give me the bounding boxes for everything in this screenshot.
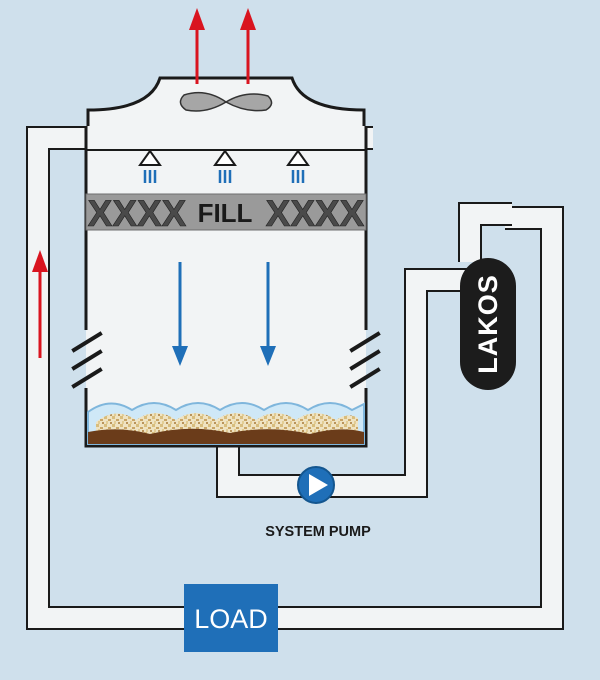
load-box — [184, 584, 278, 652]
fan-icon — [179, 91, 273, 112]
load-label: LOAD — [194, 604, 268, 634]
spray-nozzle-icon — [286, 149, 310, 183]
return-flow-arrow — [32, 250, 48, 358]
fill-label: FILL — [198, 198, 253, 228]
pump-icon — [297, 466, 335, 504]
exhaust-arrow — [189, 8, 205, 84]
fill-pattern-left: XXXX — [88, 193, 187, 234]
fill-band — [85, 193, 367, 231]
louver-icon — [71, 331, 103, 389]
separator-filter: LAKOS — [460, 258, 516, 390]
basin — [87, 402, 365, 445]
tower-stack — [86, 76, 366, 130]
flow-arrow-down — [260, 262, 276, 366]
exhaust-arrow — [240, 8, 256, 84]
filter-brand-label: LAKOS — [473, 274, 503, 374]
fill-pattern-right: XXXX — [266, 193, 365, 234]
basin-debris — [96, 413, 358, 436]
pump-label: SYSTEM PUMP — [265, 524, 371, 540]
spray-nozzle-icon — [138, 149, 162, 183]
spray-nozzle-icon — [213, 149, 237, 183]
louver-icon — [349, 331, 381, 389]
cooling-tower: XXXX FILL XXXX — [71, 76, 381, 448]
sediment — [88, 428, 364, 444]
flow-arrow-down — [172, 262, 188, 366]
